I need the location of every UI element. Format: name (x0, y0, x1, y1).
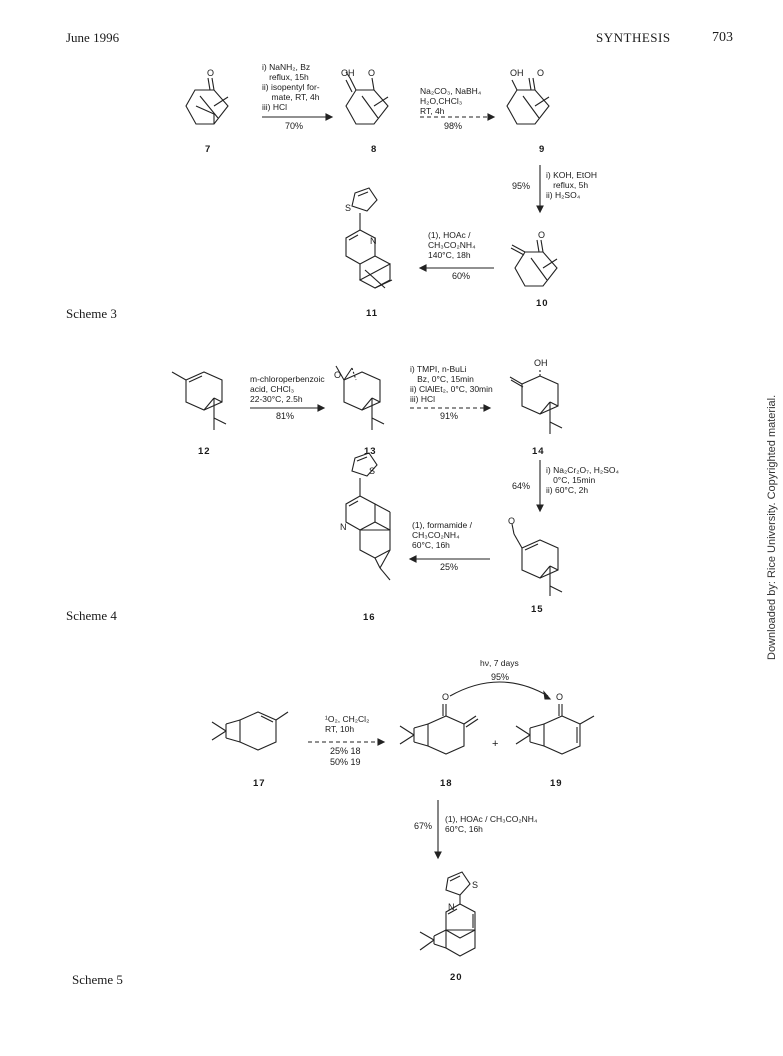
arrow-s5-r3 (434, 800, 442, 860)
compound-label-8: 8 (371, 144, 378, 155)
atom-O: O (538, 230, 546, 240)
yield-s3-r3: 95% (512, 181, 531, 191)
atom-S: S (369, 466, 376, 476)
yield-s5-r2: 95% (491, 672, 510, 682)
arrow-s4-r2 (410, 404, 492, 412)
arrow-s5-r1 (308, 738, 386, 746)
conditions-s4-r1: m-chloroperbenzoic acid, CHCl₃ 22-30°C, … (250, 374, 325, 404)
yield-s4-r4: 25% (440, 562, 459, 572)
conditions-s3-r2: Na₂CO₃, NaBH₄ H₂O,CHCl₃ RT, 4h (420, 86, 482, 116)
header-journal: SYNTHESIS (596, 30, 671, 45)
yield-s5-r1-19: 50% 19 (330, 757, 361, 767)
compound-label-16: 16 (363, 612, 376, 623)
arrow-s3-r4 (418, 264, 494, 272)
conditions-s3-r3: i) KOH, EtOH reflux, 5h ii) H₂SO₄ (546, 170, 598, 200)
yield-s5-r3: 67% (414, 821, 433, 831)
compound-15-structure (511, 523, 563, 596)
atom-OH: OH (341, 68, 355, 78)
atom-N: N (448, 902, 455, 912)
compound-label-18: 18 (440, 778, 453, 789)
compound-18-structure (399, 704, 479, 755)
conditions-s5-r2: hν, 7 days (480, 658, 519, 668)
yield-s4-r1: 81% (276, 411, 295, 421)
compound-8-structure (345, 71, 389, 125)
scheme-3-label: Scheme 3 (66, 306, 117, 321)
conditions-s5-r1: ¹O₂, CH₂Cl₂ RT, 10h (325, 714, 370, 734)
conditions-s3-r1: i) NaNH₂, Bz reflux, 15h ii) isopentyl f… (262, 62, 320, 112)
arrow-s4-r3 (536, 460, 544, 513)
atom-O: O (368, 68, 376, 78)
compound-10-structure (510, 239, 558, 287)
yield-s3-r1: 70% (285, 121, 304, 131)
compound-label-14: 14 (532, 446, 545, 457)
atom-O: O (556, 692, 564, 702)
arrow-s4-r4 (408, 555, 490, 563)
compound-label-15: 15 (531, 604, 544, 615)
yield-s3-r2: 98% (444, 121, 463, 131)
atom-S: S (345, 203, 352, 213)
atom-O: O (508, 516, 516, 526)
compound-label-10: 10 (536, 298, 549, 309)
conditions-s4-r3: i) Na₂Cr₂O₇, H₂SO₄ 0°C, 15min ii) 60°C, … (546, 465, 619, 495)
compound-9-structure (506, 77, 550, 125)
atom-N: N (340, 522, 347, 532)
compound-12-structure (171, 371, 227, 430)
yield-s5-r1-18: 25% 18 (330, 746, 361, 756)
arrow-s4-r1 (250, 404, 326, 412)
compound-17-structure (211, 711, 289, 751)
compound-14-structure (509, 368, 563, 434)
arrow-s3-r3 (536, 165, 544, 214)
yield-s4-r2: 91% (440, 411, 459, 421)
atom-OH: OH (510, 68, 524, 78)
arrow-s5-r2 (449, 681, 552, 700)
compound-7-structure (185, 77, 229, 125)
compound-20-structure (419, 871, 476, 957)
atom-N: N (370, 236, 377, 246)
compound-13-structure (335, 365, 385, 430)
yield-s3-r4: 60% (452, 271, 471, 281)
atom-S: S (472, 880, 479, 890)
header-page-number: 703 (712, 30, 733, 45)
compound-label-12: 12 (198, 446, 211, 457)
compound-label-9: 9 (539, 144, 546, 155)
atom-O: O (537, 68, 545, 78)
plus-sign: + (492, 738, 499, 750)
atom-O: O (442, 692, 450, 702)
compound-label-7: 7 (205, 144, 212, 155)
compound-19-structure (515, 704, 595, 755)
conditions-s5-r3: (1), HOAc / CH₃CO₂NH₄ 60°C, 16h (445, 814, 538, 834)
arrow-s3-r2 (420, 113, 496, 121)
scheme-5-label: Scheme 5 (72, 972, 123, 987)
scheme-4-label: Scheme 4 (66, 608, 117, 623)
header-date: June 1996 (66, 30, 120, 45)
yield-s4-r3: 64% (512, 481, 531, 491)
conditions-s4-r4: (1), formamide / CH₃CO₂NH₄ 60°C, 16h (412, 520, 472, 550)
compound-label-17: 17 (253, 778, 266, 789)
compound-label-19: 19 (550, 778, 563, 789)
compound-label-13: 13 (364, 446, 377, 457)
conditions-s4-r2: i) TMPI, n-BuLi Bz, 0°C, 15min ii) ClAlE… (410, 364, 493, 404)
compound-label-20: 20 (450, 972, 463, 983)
atom-O: O (207, 68, 215, 78)
atom-OH: OH (534, 358, 548, 368)
compound-16-structure (345, 452, 391, 581)
compound-11-structure (345, 187, 393, 289)
arrow-s3-r1 (262, 113, 334, 121)
compound-label-11: 11 (366, 308, 379, 319)
conditions-s3-r4: (1), HOAc / CH₃CO₂NH₄ 140°C, 18h (428, 230, 476, 260)
atom-O: O (334, 370, 342, 380)
